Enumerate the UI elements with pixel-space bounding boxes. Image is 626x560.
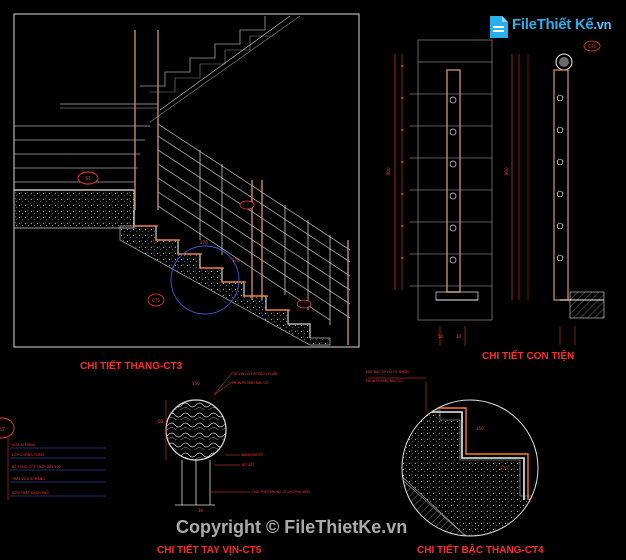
step-circle: [401, 399, 539, 537]
svg-text:PHUN PU MÀU NÂU GỖ: PHUN PU MÀU NÂU GỖ: [366, 378, 403, 383]
svg-text:270: 270: [200, 240, 208, 245]
svg-text:BÍT SẮT: BÍT SẮT: [242, 462, 254, 467]
svg-text:370: 370: [232, 258, 240, 263]
stair-section: ST CT5 270 370 CHI TIẾT THANG-CT3: [13, 13, 360, 372]
brand-name: File: [512, 16, 537, 33]
svg-text:30: 30: [198, 508, 204, 513]
svg-text:270: 270: [500, 466, 508, 471]
svg-text:900: 900: [504, 167, 509, 175]
title-handrail: CHI TIẾT TAY VỊN-CT5: [157, 543, 262, 556]
bubble-st-3: [296, 299, 312, 309]
bubble-ct5: CT5: [147, 293, 165, 307]
brand-logo[interactable]: FileThiết Kế.vn: [488, 14, 612, 44]
svg-text:ST: ST: [0, 427, 6, 432]
detail-circle: [170, 245, 240, 315]
svg-text:LỚP CHỐNG THẤM: LỚP CHỐNG THẤM: [12, 452, 44, 457]
svg-text:50: 50: [438, 334, 444, 339]
svg-text:CT5: CT5: [152, 298, 160, 303]
svg-text:BÊ TÔNG CỐT THÉP DÀY 100: BÊ TÔNG CỐT THÉP DÀY 100: [12, 464, 61, 469]
brand-text: FileThiết Kế.vn: [512, 16, 612, 33]
baluster-left: 900 50 30: [386, 39, 493, 346]
copyright-watermark: Copyright © FileThietKe.vn: [176, 517, 408, 537]
svg-text:SƠN TRẮT GẠCH PHỦ: SƠN TRẮT GẠCH PHỦ: [12, 490, 49, 495]
baluster-right: CT6 900: [504, 40, 605, 345]
handrail-profile: [165, 399, 227, 461]
svg-text:BẢNG MÃ CỐ: BẢNG MÃ CỐ: [242, 452, 263, 457]
svg-text:30: 30: [456, 334, 462, 339]
handrail-detail: 60 TAY VỊN GỖ LIM TIÊU CHUẨN PHUN PU MÀU…: [157, 371, 310, 556]
brand-name-2: Thiết Kế: [536, 16, 594, 33]
title-step: CHI TIẾT BẬC THANG-CT4: [417, 543, 544, 556]
svg-text:ST: ST: [86, 176, 92, 181]
bubble-st-2: [239, 200, 255, 210]
svg-text:MẶT BẬC ỐP GỖ TỰ NHIÊN: MẶT BẬC ỐP GỖ TỰ NHIÊN: [366, 369, 409, 374]
svg-text:60: 60: [158, 419, 164, 424]
title-baluster: CHI TIẾT CON TIỆN: [482, 349, 574, 362]
brand-tld: .vn: [593, 17, 612, 32]
svg-text:150: 150: [476, 426, 484, 431]
svg-text:PHUN PU MÀU NÂU GỖ: PHUN PU MÀU NÂU GỖ: [232, 380, 269, 385]
svg-text:VỮA XI MĂNG: VỮA XI MĂNG: [12, 442, 36, 447]
layer-legend: ST VỮA XI MĂNG LỚP CHỐNG THẤM BÊ TÔNG CỐ…: [0, 417, 106, 500]
bubble-st-1: ST: [77, 171, 99, 185]
baluster-detail: 900 50 30 CT6 900 CHI TIẾT CO: [386, 39, 605, 362]
svg-text:900: 900: [386, 167, 391, 175]
file-icon: [490, 16, 508, 38]
svg-text:150: 150: [192, 381, 200, 386]
svg-text:ỐNG THÉP KHÔNG GỈ CÁC PHỤ KIỆN: ỐNG THÉP KHÔNG GỈ CÁC PHỤ KIỆN: [252, 489, 310, 494]
stair-frame: [13, 13, 360, 348]
svg-text:TRÁT VỮA XI MĂNG: TRÁT VỮA XI MĂNG: [11, 476, 45, 481]
svg-text:TAY VỊN GỖ LIM TIÊU CHUẨN: TAY VỊN GỖ LIM TIÊU CHUẨN: [231, 371, 278, 376]
title-stair: CHI TIẾT THANG-CT3: [80, 359, 183, 372]
svg-text:CT6: CT6: [588, 44, 596, 49]
